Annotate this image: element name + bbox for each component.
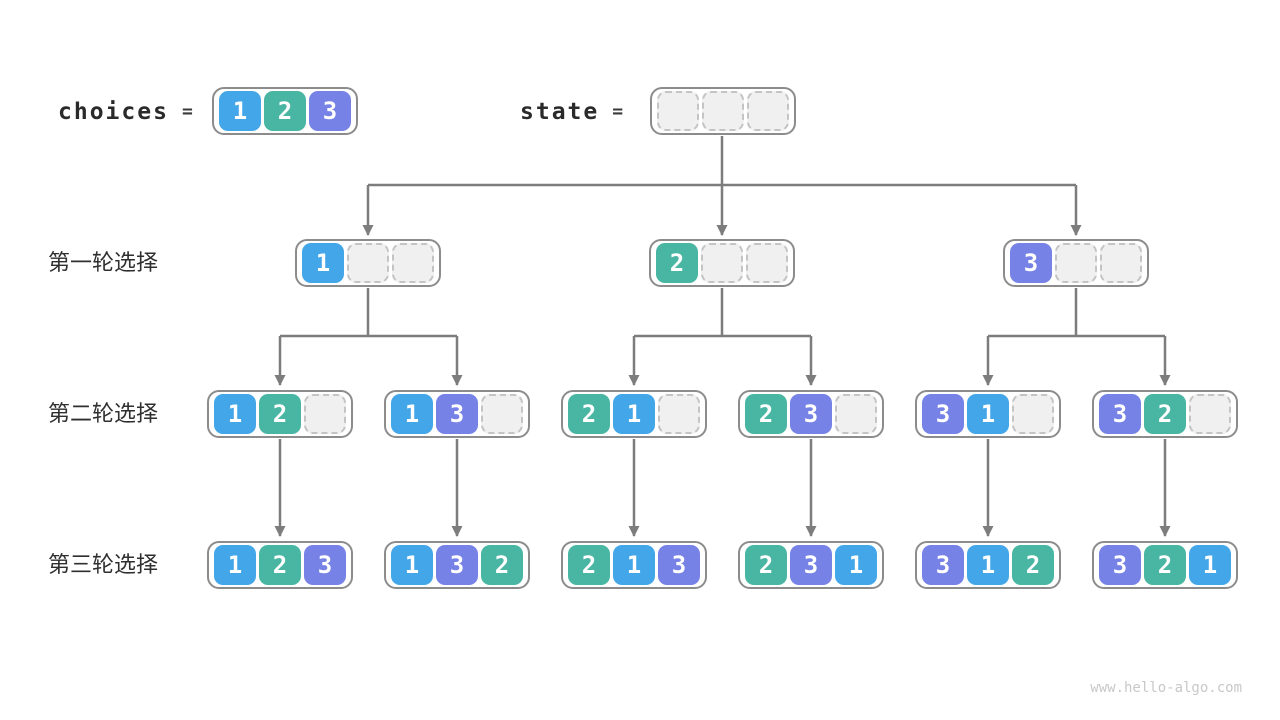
r2b5-cell-value-1: 1 — [967, 394, 1009, 434]
state-box-round1-option3: 3 — [1003, 239, 1149, 287]
r3b4-cell-value-2: 2 — [745, 545, 787, 585]
r1b2-cell-empty — [746, 243, 788, 283]
r2b1-cell-value-1: 1 — [214, 394, 256, 434]
r2b1-cell-empty — [304, 394, 346, 434]
r1b2-cell-empty — [701, 243, 743, 283]
r2b3-cell-empty — [658, 394, 700, 434]
r2b5-cell-empty — [1012, 394, 1054, 434]
r3b2-cell-value-1: 1 — [391, 545, 433, 585]
r2b2-cell-value-3: 3 — [436, 394, 478, 434]
state-box-round1-option1: 1 — [295, 239, 441, 287]
state-expression: state = — [520, 87, 623, 136]
r3b5-cell-value-3: 3 — [922, 545, 964, 585]
r3b6-cell-value-1: 1 — [1189, 545, 1231, 585]
r3b1-cell-value-1: 1 — [214, 545, 256, 585]
r2b6-cell-empty — [1189, 394, 1231, 434]
r2b2-cell-empty — [481, 394, 523, 434]
r3b5-cell-value-2: 2 — [1012, 545, 1054, 585]
r1b3-cell-empty — [1055, 243, 1097, 283]
choices-label: choices — [58, 98, 169, 125]
row-label-round-2: 第二轮选择 — [48, 401, 159, 426]
state-cell-empty — [657, 91, 699, 131]
r2b1-cell-value-2: 2 — [259, 394, 301, 434]
r1b3-cell-empty — [1100, 243, 1142, 283]
choices-cell-value-1: 1 — [219, 91, 261, 131]
r3b4-cell-value-1: 1 — [835, 545, 877, 585]
state-box-round1-option2: 2 — [649, 239, 795, 287]
r2b6-cell-value-2: 2 — [1144, 394, 1186, 434]
r3b6-cell-value-2: 2 — [1144, 545, 1186, 585]
r1b3-cell-value-3: 3 — [1010, 243, 1052, 283]
r3b3-cell-value-3: 3 — [658, 545, 700, 585]
r1b1-cell-empty — [392, 243, 434, 283]
r3b1-cell-value-3: 3 — [304, 545, 346, 585]
r1b2-cell-value-2: 2 — [656, 243, 698, 283]
r2b5-cell-value-3: 3 — [922, 394, 964, 434]
r2b2-cell-value-1: 1 — [391, 394, 433, 434]
state-equals-sign: = — [612, 101, 624, 122]
r1b1-cell-empty — [347, 243, 389, 283]
choices-expression: choices = — [58, 87, 193, 136]
state-cell-empty — [747, 91, 789, 131]
r3b2-cell-value-3: 3 — [436, 545, 478, 585]
r3b3-cell-value-1: 1 — [613, 545, 655, 585]
watermark: www.hello-algo.com — [1090, 680, 1242, 696]
choices-equals-sign: = — [181, 101, 193, 122]
r3b3-cell-value-2: 2 — [568, 545, 610, 585]
state-array-box — [650, 87, 796, 135]
r2b3-cell-value-2: 2 — [568, 394, 610, 434]
state-label: state — [520, 98, 600, 125]
r2b4-cell-value-2: 2 — [745, 394, 787, 434]
r2b4-cell-value-3: 3 — [790, 394, 832, 434]
r2b4-cell-empty — [835, 394, 877, 434]
state-cell-empty — [702, 91, 744, 131]
r3b2-cell-value-2: 2 — [481, 545, 523, 585]
choices-cell-value-2: 2 — [264, 91, 306, 131]
r2b3-cell-value-1: 1 — [613, 394, 655, 434]
row-label-round-3: 第三轮选择 — [48, 552, 159, 577]
r3b5-cell-value-1: 1 — [967, 545, 1009, 585]
r3b4-cell-value-3: 3 — [790, 545, 832, 585]
r1b1-cell-value-1: 1 — [302, 243, 344, 283]
choices-cell-value-3: 3 — [309, 91, 351, 131]
r3b1-cell-value-2: 2 — [259, 545, 301, 585]
r3b6-cell-value-3: 3 — [1099, 545, 1141, 585]
row-label-round-1: 第一轮选择 — [48, 250, 159, 275]
r2b6-cell-value-3: 3 — [1099, 394, 1141, 434]
